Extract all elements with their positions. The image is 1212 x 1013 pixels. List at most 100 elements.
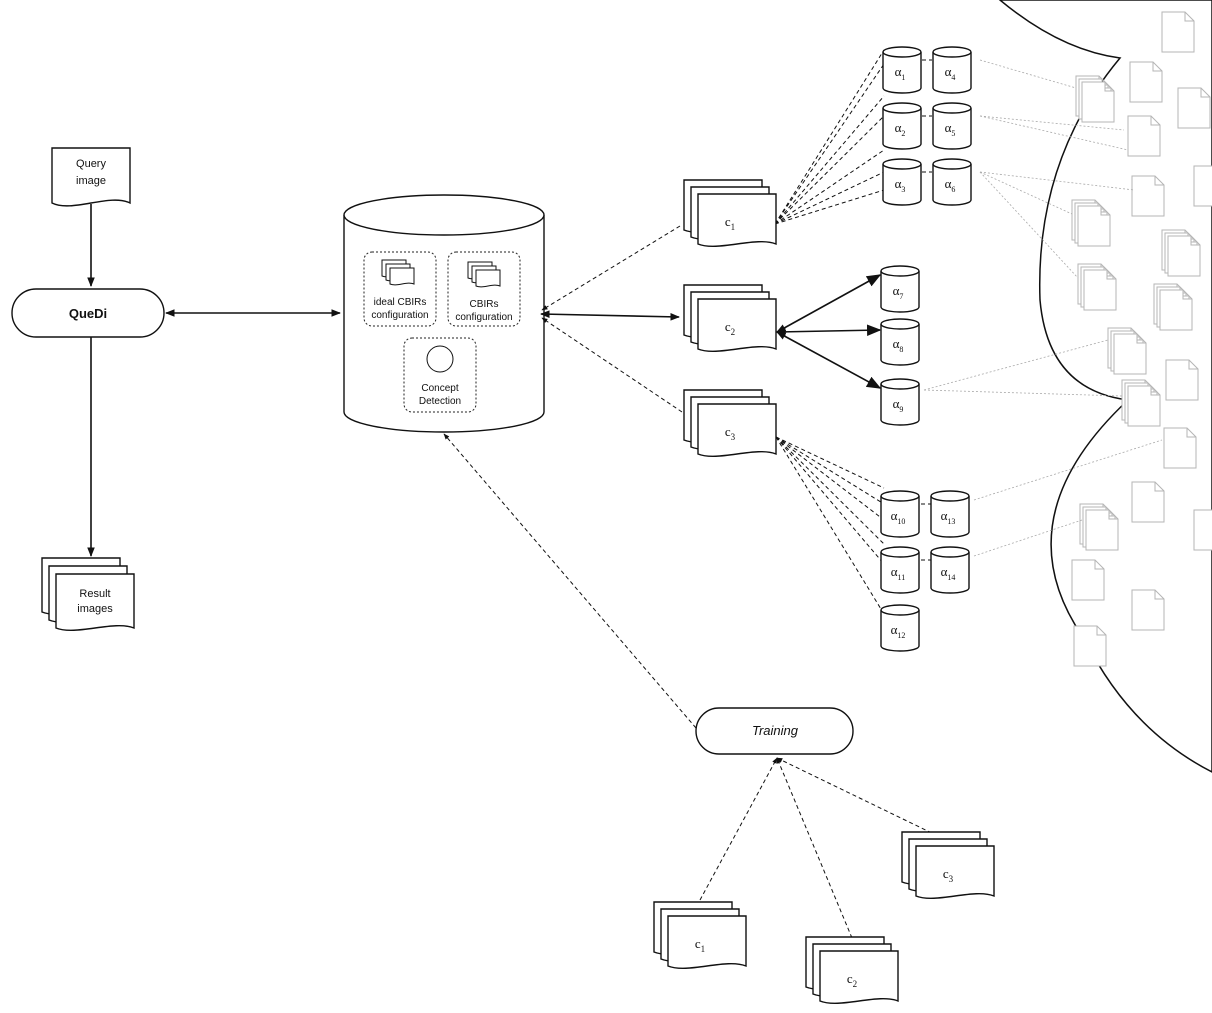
alpha-6: α6	[932, 158, 972, 206]
collection-documents	[1071, 11, 1212, 667]
collection-document	[1121, 379, 1161, 427]
config-label-line1: CBIRs	[470, 299, 499, 310]
alpha-11: α11	[880, 546, 920, 594]
result-images-label-line2: images	[77, 603, 113, 615]
result-images-label-line1: Result	[79, 588, 110, 600]
c2-alpha-arrow	[776, 274, 882, 333]
category-c2-label: c2	[725, 319, 735, 337]
alpha-8-label: α8	[893, 336, 904, 354]
collection-document	[1131, 481, 1165, 523]
collection-document	[1177, 87, 1211, 129]
ideal-config-label-line1: ideal CBIRs	[374, 297, 427, 308]
database-c2-arrow	[540, 310, 680, 321]
alpha-7: α7	[880, 265, 920, 313]
category-to-alpha-links	[774, 49, 932, 615]
c1-alpha-link	[774, 189, 885, 225]
collection-document	[1127, 115, 1161, 157]
training-category-c2: c2	[805, 936, 899, 1005]
alpha-6-label: α6	[945, 176, 956, 194]
collection-document	[1071, 199, 1111, 247]
c3-alpha-link	[775, 436, 885, 545]
c3-alpha-link	[775, 436, 885, 521]
c1-alpha-link	[774, 95, 885, 225]
alpha-image-link	[973, 439, 1163, 501]
c3-alpha-link	[775, 436, 885, 505]
c3-alpha-link	[775, 436, 885, 565]
alpha-image-link	[923, 389, 1123, 397]
alpha-2: α2	[882, 102, 922, 150]
query-image-label-line2: image	[76, 175, 106, 187]
collection-document	[1165, 359, 1199, 401]
alpha-5: α5	[932, 102, 972, 150]
collection-document	[1079, 503, 1119, 551]
c2-alpha-arrow	[776, 324, 882, 337]
alpha-13: α13	[930, 490, 970, 538]
collection-document	[1077, 263, 1117, 311]
collection-document	[1129, 61, 1163, 103]
query-image-label-line1: Query	[76, 158, 106, 170]
training-c3-link	[776, 757, 939, 837]
concept-label-line2: Detection	[419, 396, 461, 407]
c2-alpha-arrow	[776, 331, 882, 389]
collection-document	[1161, 11, 1195, 53]
training-category-c1: c1	[653, 901, 747, 970]
training-category-c3: c3	[901, 831, 995, 900]
alpha-8: α8	[880, 318, 920, 366]
alpha-9: α9	[880, 378, 920, 426]
training-category-c2-label: c2	[847, 971, 857, 989]
alpha-3: α3	[882, 158, 922, 206]
training-category-c3-label: c3	[943, 866, 954, 884]
alpha-2-label: α2	[895, 120, 906, 138]
concept-detection: Concept Detection	[403, 337, 477, 413]
alpha-image-link	[973, 519, 1083, 557]
alpha-5-label: α5	[945, 120, 956, 138]
result-images-document: Result images	[41, 557, 135, 632]
collection-document	[1193, 165, 1212, 207]
collection-document	[1075, 75, 1115, 123]
config-label-line2: configuration	[455, 312, 512, 323]
concept-label-line1: Concept	[421, 383, 458, 394]
training-label: Training	[752, 723, 799, 738]
alpha-14: α14	[930, 546, 970, 594]
training-c2-link	[776, 757, 853, 939]
alpha-image-link	[979, 59, 1077, 89]
c3-alpha-link	[775, 436, 885, 615]
cbirs-configuration: CBIRs configuration	[447, 251, 521, 327]
query-image-document: Query image	[51, 147, 131, 207]
collection-document	[1073, 625, 1107, 667]
alpha-9-label: α9	[893, 396, 904, 414]
category-c3-label: c3	[725, 424, 736, 442]
c1-alpha-link	[774, 171, 885, 225]
alpha-4: α4	[932, 46, 972, 94]
category-c1-label: c1	[725, 214, 735, 232]
collection-document	[1131, 175, 1165, 217]
training-c1-link	[699, 757, 778, 901]
database-c1-link	[541, 225, 681, 311]
alpha-4-label: α4	[945, 64, 956, 82]
category-c1: c1	[683, 179, 777, 248]
alpha-image-link	[979, 171, 1073, 215]
alpha-3-label: α3	[895, 176, 906, 194]
alpha-image-link	[979, 115, 1125, 131]
c3-alpha-link	[775, 436, 885, 489]
c1-alpha-link	[774, 115, 885, 225]
alpha-10: α10	[880, 490, 920, 538]
training-process: Training	[695, 707, 854, 755]
ideal-cbirs-configuration: ideal CBIRs configuration	[363, 251, 437, 327]
quedi-process: QueDi	[11, 288, 165, 338]
alpha-image-link	[979, 171, 1079, 279]
alpha-image-link	[979, 115, 1129, 151]
main-categories: c1 c2 c3	[683, 179, 777, 458]
collection-document	[1153, 283, 1193, 331]
alpha-12: α12	[880, 604, 920, 652]
c1-alpha-link	[774, 149, 885, 225]
alpha-7-label: α7	[893, 283, 904, 301]
c1-alpha-link	[774, 49, 885, 225]
training-to-database-link	[443, 433, 697, 729]
collection-document	[1163, 427, 1197, 469]
collection-document	[1193, 509, 1212, 551]
collection-document	[1161, 229, 1201, 277]
ideal-config-label-line2: configuration	[371, 310, 428, 321]
